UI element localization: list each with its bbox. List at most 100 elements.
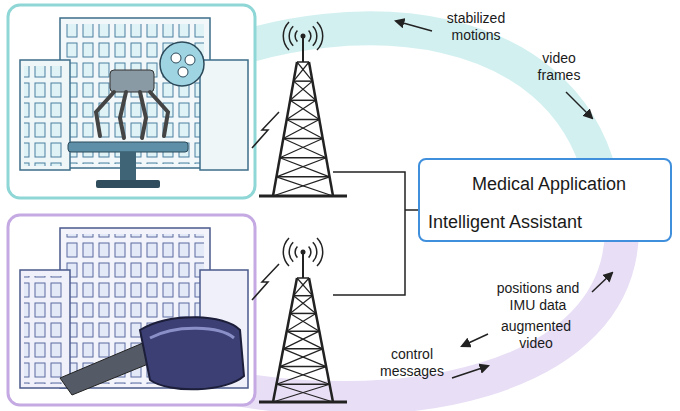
hospital-windows — [24, 66, 66, 166]
flow-label: control messages — [376, 346, 448, 380]
tower-part — [287, 100, 316, 119]
tower-part — [294, 295, 313, 297]
tower-part — [309, 246, 311, 257]
tower-part — [259, 195, 347, 198]
wireless-link — [252, 264, 279, 300]
tower-part — [294, 62, 309, 81]
tower-part — [287, 330, 320, 332]
tower-part — [283, 348, 322, 350]
tower-part — [302, 36, 304, 62]
tower-part — [280, 367, 330, 385]
tower-part — [290, 313, 316, 315]
hospital-building — [60, 18, 210, 168]
tower-part — [280, 158, 330, 177]
tower-part — [294, 296, 316, 314]
tower-part — [283, 238, 289, 266]
tower-part — [273, 177, 330, 196]
tower-part — [276, 176, 329, 178]
backhaul-wire — [333, 172, 405, 295]
tower-part — [302, 252, 304, 278]
tower-part — [290, 313, 319, 331]
tower-part — [290, 81, 312, 100]
tower-part — [313, 242, 317, 262]
tower-part — [280, 157, 326, 159]
tower-part — [259, 401, 347, 404]
flow-label: stabilized motions — [434, 10, 518, 44]
tower-part — [276, 158, 326, 177]
flow-label: augmented video — [494, 318, 578, 352]
hospital-wing — [20, 60, 70, 170]
tower-part — [283, 349, 326, 367]
tower-part — [290, 100, 316, 102]
tower-part — [297, 62, 312, 81]
tower-part — [259, 22, 347, 196]
hospital-windows — [66, 24, 204, 164]
tower-part — [317, 238, 323, 266]
flow-arrow — [462, 334, 488, 346]
robot-head — [110, 70, 154, 92]
tower-part — [283, 139, 326, 158]
flow-arrow — [566, 92, 592, 118]
tower-part — [294, 80, 313, 82]
tower-part — [283, 331, 319, 349]
tower-part — [276, 367, 326, 385]
backhaul-wire — [405, 209, 418, 211]
tower-part — [276, 384, 333, 402]
tower-part — [283, 138, 322, 140]
application-box: Medical ApplicationIntelligent Assistant — [418, 158, 672, 242]
tower-part — [289, 26, 293, 46]
tower-part — [287, 313, 316, 331]
tower-part — [259, 238, 347, 402]
tower-part — [317, 22, 323, 50]
downlink-band — [200, 225, 622, 398]
table-column — [120, 152, 136, 180]
tower-part — [301, 250, 306, 255]
tower-part — [280, 366, 326, 368]
tower-part — [295, 246, 297, 257]
tower-part — [287, 119, 323, 138]
box-text: Intelligent Assistant — [428, 212, 582, 233]
tower-part — [289, 242, 293, 262]
flow-arrow — [452, 366, 488, 378]
tower-part — [290, 296, 312, 314]
hospital-frame — [8, 215, 255, 405]
tower-part — [280, 139, 323, 158]
tower-part — [297, 278, 312, 296]
tower-part — [273, 278, 297, 402]
tower-part — [273, 62, 297, 196]
tower-part — [294, 81, 316, 100]
operating-table — [68, 142, 188, 152]
tower-part — [297, 61, 309, 63]
hospital-wing — [200, 60, 248, 170]
flow-arrow — [396, 21, 432, 31]
tower-part — [295, 30, 297, 41]
tower-part — [276, 384, 329, 386]
tower-part — [287, 119, 320, 121]
flow-label: video frames — [528, 50, 590, 84]
hospital-windows — [24, 276, 66, 384]
lamp-bulb — [178, 67, 188, 77]
headset-highlight — [150, 328, 234, 338]
tower-part — [309, 278, 333, 402]
wireless-link — [252, 112, 279, 148]
flow-label: positions and IMU data — [486, 280, 590, 314]
flow-arrow — [592, 273, 612, 292]
cell-towers — [259, 22, 347, 402]
surgical-lamp — [160, 42, 204, 86]
table-base — [96, 180, 160, 188]
tower-part — [280, 349, 323, 367]
tower-part — [294, 278, 309, 296]
tower-part — [309, 62, 333, 196]
tower-part — [273, 384, 330, 402]
hospital-frame — [8, 5, 255, 198]
lamp-bulb — [171, 53, 181, 63]
tower-part — [297, 277, 309, 279]
tower-part — [313, 26, 317, 46]
tower-part — [301, 34, 306, 39]
lamp-bulb — [185, 55, 195, 65]
tower-part — [283, 119, 319, 138]
tower-part — [283, 22, 289, 50]
tower-part — [290, 100, 319, 119]
robot-arms — [96, 92, 168, 138]
